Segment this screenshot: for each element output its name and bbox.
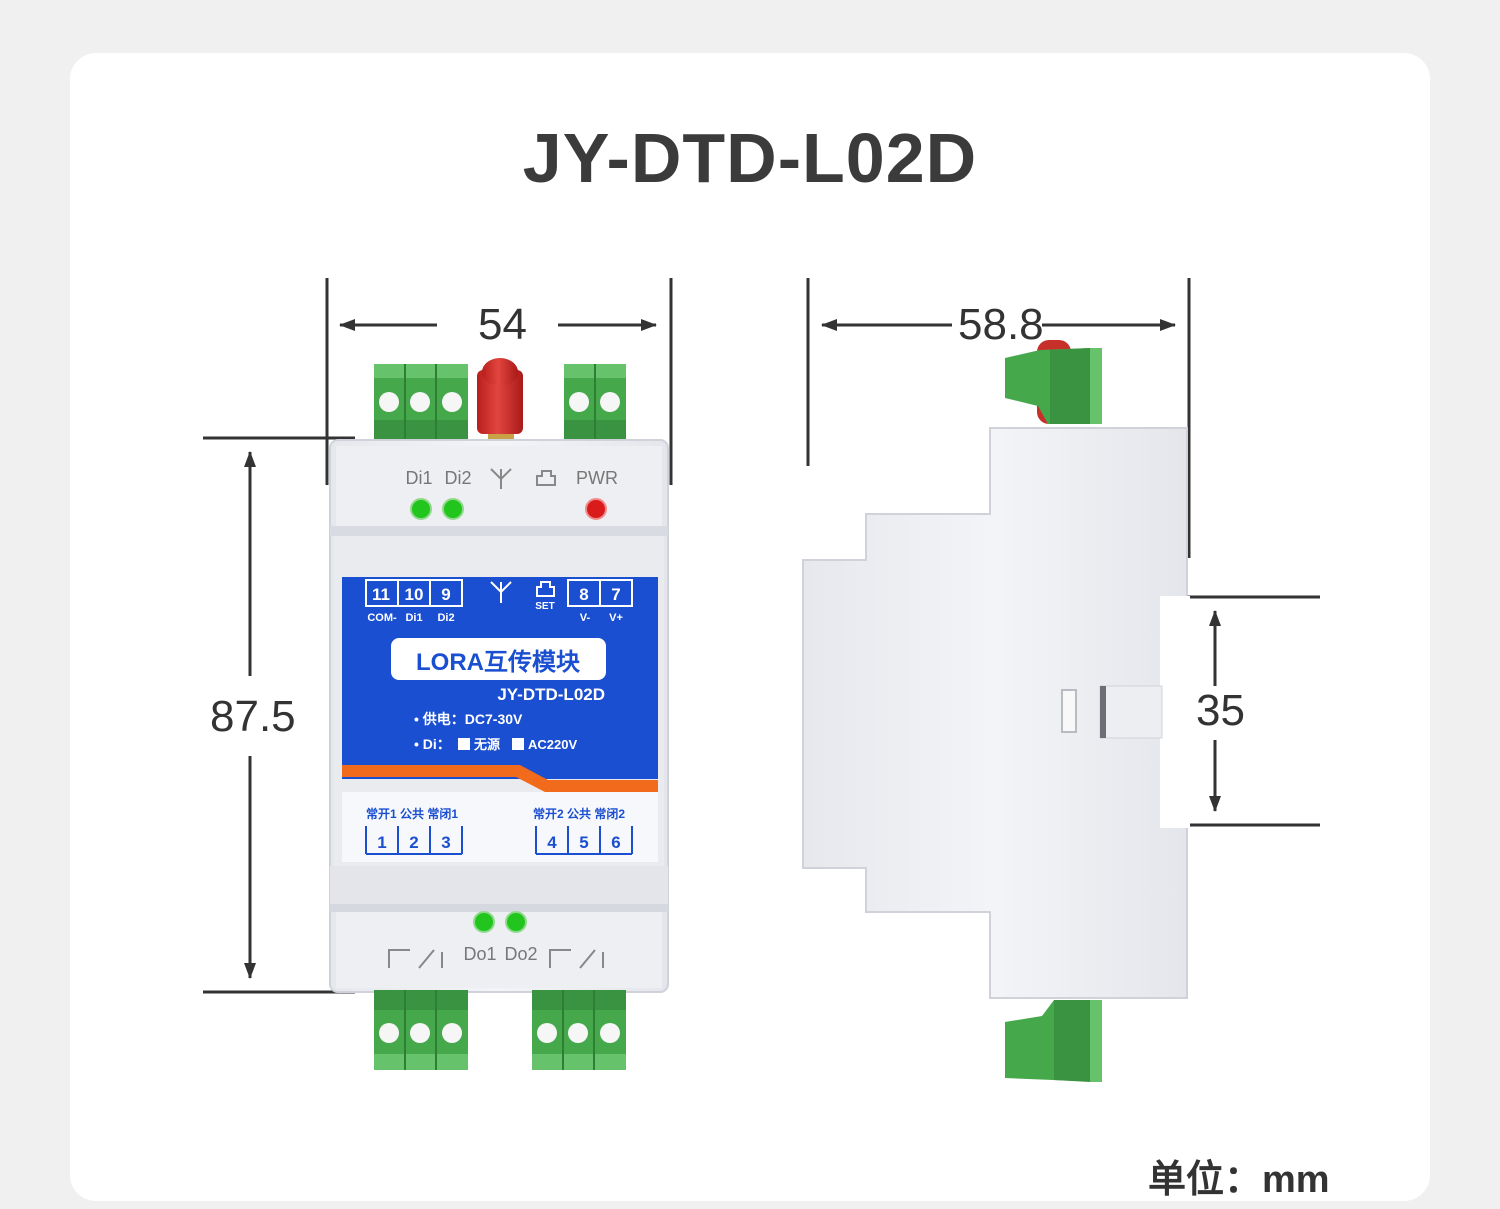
panel-set-label: SET	[535, 601, 554, 612]
terminal-4: 4	[547, 833, 557, 852]
supply-text: • 供电：DC7-30V	[414, 711, 523, 727]
relay-symbol-left-icon	[388, 949, 443, 969]
terminal-name-com: COM-	[367, 612, 397, 624]
label-do2: Do2	[504, 944, 537, 964]
set-icon	[536, 470, 556, 486]
bottom-terminal-block-right	[532, 990, 626, 1070]
di-option1-box	[458, 738, 470, 750]
led-pwr	[585, 498, 607, 520]
di-label: • Di：	[414, 736, 451, 752]
label-do1: Do1	[463, 944, 496, 964]
top-terminal-block-left	[374, 364, 468, 442]
led-do1	[473, 911, 495, 933]
terminal-box-top	[365, 579, 633, 607]
bottom-terminal-block-left	[374, 990, 468, 1070]
label-di1: Di1	[405, 468, 432, 488]
top-terminal-block-right	[564, 364, 626, 442]
terminal-10: 10	[405, 585, 424, 604]
terminal-box-bottom	[365, 826, 633, 855]
product-name: LORA互传模块	[416, 649, 580, 676]
terminal-name-vplus: V+	[609, 612, 623, 624]
side-top-terminal	[1005, 340, 1102, 424]
label-pwr: PWR	[576, 468, 618, 488]
side-body	[802, 427, 1190, 999]
terminal-3: 3	[441, 833, 450, 852]
dim-depth-side-label: 58.8	[958, 300, 1044, 349]
terminal-1: 1	[377, 833, 386, 852]
terminal-2: 2	[409, 833, 418, 852]
relay-labels-right: 常开2 公共 常闭2	[533, 806, 625, 821]
terminal-name-di2: Di2	[437, 612, 454, 624]
antenna	[477, 358, 523, 444]
side-bottom-terminal	[1005, 1000, 1102, 1082]
terminal-11: 11	[372, 585, 390, 604]
di-option2: AC220V	[528, 737, 577, 752]
content-card	[70, 53, 1430, 1201]
terminal-6: 6	[611, 833, 620, 852]
product-name-badge	[391, 638, 606, 680]
led-di1	[410, 498, 432, 520]
terminal-name-di1: Di1	[405, 612, 422, 624]
terminal-8: 8	[579, 585, 588, 604]
dim-depth-side	[806, 278, 1191, 558]
terminal-7: 7	[611, 585, 620, 604]
relay-labels-left: 常开1 公共 常闭1	[366, 806, 458, 821]
panel-antenna-icon	[490, 581, 512, 603]
dim-width-front	[325, 278, 673, 485]
antenna-icon	[490, 468, 512, 489]
terminal-9: 9	[441, 585, 450, 604]
panel-model: JY-DTD-L02D	[497, 685, 605, 704]
unit-label: 单位：mm	[1148, 1159, 1330, 1201]
page-title: JY-DTD-L02D	[522, 119, 978, 197]
dim-height-front	[203, 436, 355, 994]
dim-rail	[1168, 595, 1320, 827]
dim-height-front-label: 87.5	[210, 692, 296, 741]
terminal-name-vminus: V-	[580, 612, 591, 624]
terminal-5: 5	[579, 833, 588, 852]
di-option2-box	[512, 738, 524, 750]
led-di2	[442, 498, 464, 520]
panel-set-icon	[536, 581, 555, 597]
di-option1: 无源	[473, 737, 500, 752]
dim-rail-label: 35	[1196, 686, 1245, 735]
relay-symbol-right-icon	[549, 949, 604, 969]
label-di2: Di2	[444, 468, 471, 488]
dim-width-front-label: 54	[478, 300, 527, 349]
led-do2	[505, 911, 527, 933]
